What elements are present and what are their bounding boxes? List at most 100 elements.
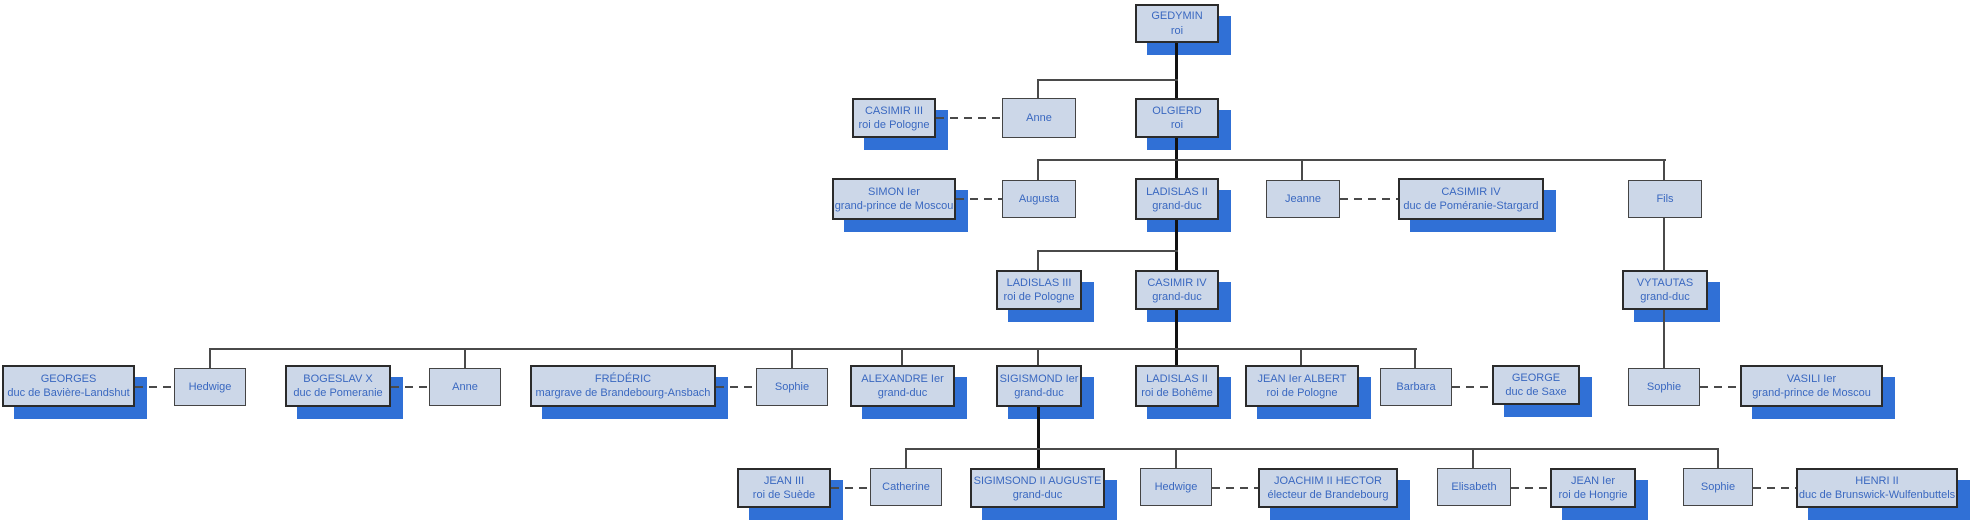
marriage-dashed-connector [135,386,174,388]
node-elisabeth[interactable]: Elisabeth [1437,468,1511,506]
tree-connector [1663,218,1665,270]
marriage-dashed-connector [1753,487,1796,489]
node-sublabel: duc de Poméranie-Stargard [1403,200,1539,212]
node-sublabel: grand-duc [1640,291,1690,303]
tree-connector-trunk [1175,43,1178,98]
node-label: LADISLAS II [1146,185,1208,198]
tree-connector [1663,159,1665,180]
node-hedwige-2[interactable]: Hedwige [1140,468,1212,506]
node-sophie-3[interactable]: Sophie [1683,468,1753,506]
node-sublabel: roi [1170,24,1184,37]
node-sublabel: duc de Pomeranie [293,387,383,399]
marriage-dashed-connector [391,386,429,388]
tree-connector [210,348,1417,350]
marriage-dashed-connector [831,487,870,489]
tree-connector-trunk [1037,407,1040,468]
node-label: GEORGES [40,372,97,385]
marriage-dashed-connector [956,198,1002,200]
node-label: Anne [452,380,478,393]
node-label: Sophie [774,380,810,393]
node-joachim-ii-hector[interactable]: JOACHIM II HECTOR électeur de Brandebourg [1258,468,1398,508]
node-vytautas[interactable]: VYTAUTAS grand-duc [1622,270,1708,310]
node-catherine[interactable]: Catherine [870,468,942,506]
tree-connector [209,348,211,368]
node-sublabel: roi de Pologne [1266,387,1338,399]
tree-connector [791,348,793,368]
node-label: CASIMIR III [864,104,924,117]
node-anne-1[interactable]: Anne [1002,98,1076,138]
node-label: Anne [1026,111,1052,124]
node-label: GEDYMIN [1151,10,1203,23]
tree-connector [1038,250,1178,252]
marriage-dashed-connector [1452,386,1492,388]
node-label: JOACHIM II HECTOR [1274,474,1382,487]
tree-connector [1038,79,1178,81]
marriage-dashed-connector [1511,487,1550,489]
node-sublabel: roi [1170,119,1184,131]
node-fils[interactable]: Fils [1628,180,1702,218]
tree-connector [1472,448,1474,468]
node-label: OLGIERD [1152,104,1202,117]
node-barbara[interactable]: Barbara [1380,368,1452,406]
node-label: GEORGE [1511,371,1561,384]
node-casimir-iv[interactable]: CASIMIR IV grand-duc [1135,270,1219,310]
node-sublabel: grand-duc [1012,489,1063,501]
node-olgierd[interactable]: OLGIERD roi [1135,98,1219,138]
node-label: ALEXANDRE Ier [861,372,944,385]
node-jean-ier-albert[interactable]: JEAN Ier ALBERT roi de Pologne [1245,365,1359,407]
tree-connector [1300,348,1302,365]
node-casimir-iv-pomeranie[interactable]: CASIMIR IV duc de Poméranie-Stargard [1398,178,1544,220]
node-alexandre-ier[interactable]: ALEXANDRE Ier grand-duc [850,365,955,407]
node-bogeslav-x[interactable]: BOGESLAV X duc de Pomeranie [285,365,391,407]
tree-connector-trunk [1175,220,1178,270]
node-sublabel: margrave de Brandebourg-Ansbach [535,387,711,399]
tree-connector [1301,159,1303,180]
tree-connector [1037,159,1039,180]
tree-connector [905,448,907,468]
node-label: SIMON Ier [868,185,920,198]
node-sophie-2[interactable]: Sophie [1628,368,1700,406]
tree-connector [1175,448,1177,468]
node-label: Augusta [1018,192,1060,205]
node-label: Elisabeth [1451,480,1497,493]
tree-connector [464,348,466,368]
node-label: SIGISMOND Ier [999,372,1079,385]
node-sublabel: électeur de Brandebourg [1267,489,1389,501]
node-sublabel: grand-duc [877,387,928,399]
tree-connector-trunk [1175,138,1178,178]
node-hedwige-1[interactable]: Hedwige [174,368,246,406]
node-sublabel: duc de Bavière-Landshut [7,387,130,399]
node-label: CASIMIR IV [1147,276,1207,289]
node-georges[interactable]: GEORGES duc de Bavière-Landshut [2,365,135,407]
node-label: Sophie [1646,380,1682,393]
node-label: BOGESLAV X [303,372,373,385]
node-sophie-1[interactable]: Sophie [756,368,828,406]
node-casimir-iii[interactable]: CASIMIR III roi de Pologne [852,98,936,138]
node-label: VYTAUTAS [1636,276,1694,289]
node-label: JEAN Ier ALBERT [1257,372,1347,385]
node-label: Hedwige [188,380,232,393]
node-label: CASIMIR IV [1441,185,1501,198]
node-augusta[interactable]: Augusta [1002,180,1076,218]
node-anne-2[interactable]: Anne [429,368,501,406]
node-jeanne[interactable]: Jeanne [1266,180,1340,218]
node-sublabel: roi de Pologne [858,119,930,131]
node-sublabel: grand-duc [1152,291,1202,303]
node-sublabel: grand-prince de Moscou [1752,387,1871,399]
node-label: JEAN Ier [1570,474,1615,487]
marriage-dashed-connector [716,386,756,388]
